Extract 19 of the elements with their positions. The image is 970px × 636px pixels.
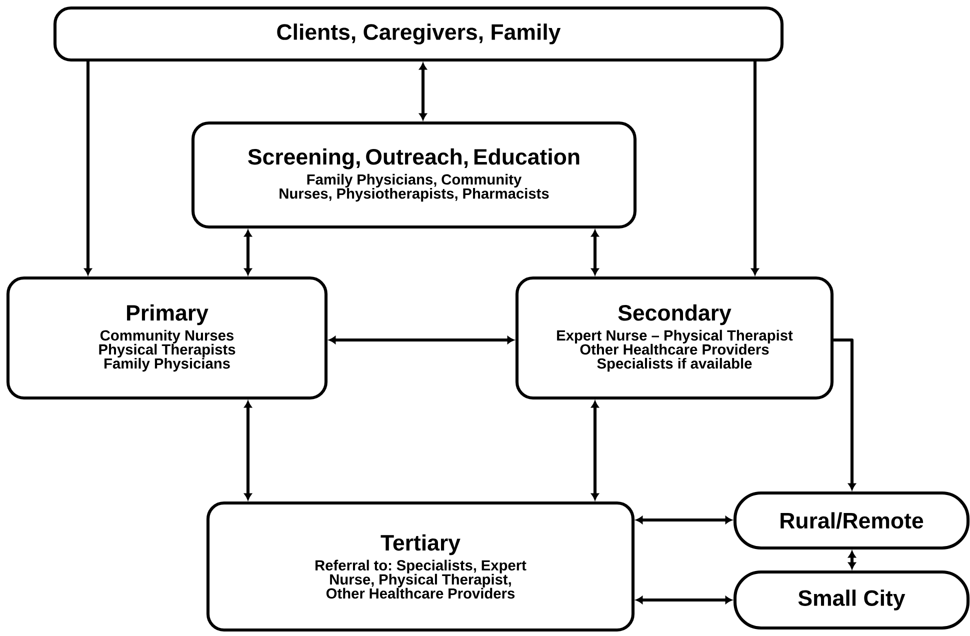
double-arrow <box>591 401 599 500</box>
rounded-box: Rural/Remote <box>733 491 970 550</box>
double-arrow <box>636 596 732 604</box>
arrow <box>751 62 759 275</box>
double-arrow <box>244 401 252 500</box>
arrow <box>84 62 92 275</box>
arrow <box>834 338 856 490</box>
rounded-box: Screening, Outreach, Education Family Physicians, Community Nurses, Physiotherapists, Pharmacists <box>191 121 637 229</box>
rounded-box: Small City <box>733 570 970 630</box>
rounded-box: Clients, Caregivers, Family <box>53 6 784 62</box>
rounded-box: Secondary Expert Nurse – Physical Therapist Other Healthcare Providers Specialists if available <box>515 276 834 400</box>
double-arrow <box>591 230 599 275</box>
double-arrow <box>636 516 732 524</box>
double-arrow <box>244 230 252 275</box>
double-arrow <box>329 336 514 344</box>
rounded-box: Tertiary Referral to: Specialists, Expert Nurse, Physical Therapist, Other Healthcare Providers <box>206 501 635 632</box>
double-arrow <box>419 63 427 120</box>
rounded-box: Primary Community Nurses Physical Therapists Family Physicians <box>6 276 328 400</box>
double-arrow <box>848 551 856 569</box>
